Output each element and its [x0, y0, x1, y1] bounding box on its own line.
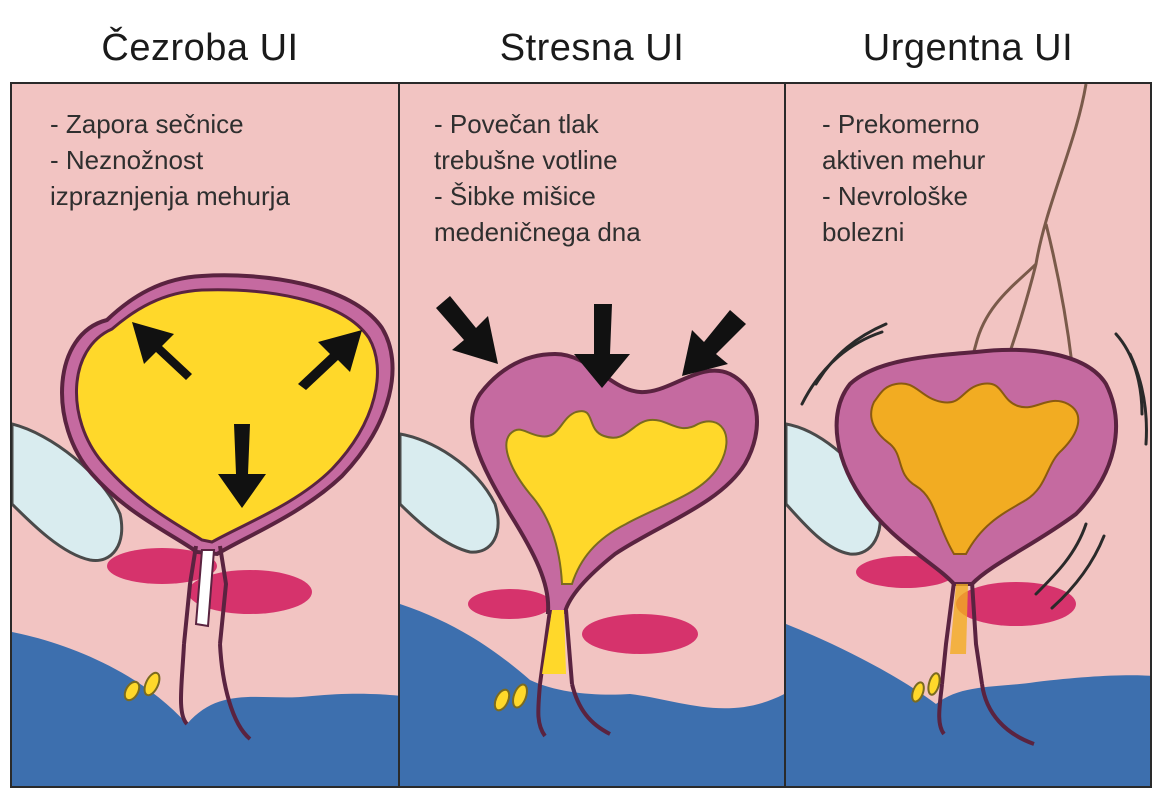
note-line: - Šibke mišice [434, 178, 784, 214]
urge-notes: - Prekomerno aktiven mehur - Nevrološke … [822, 106, 1150, 250]
note-line: - Prekomerno [822, 106, 1150, 142]
note-line: izpraznjenja mehurja [50, 178, 398, 214]
note-line: trebušne votline [434, 142, 784, 178]
pelvic-floor [786, 624, 1152, 788]
title-urge-ui: Urgentna UI [784, 18, 1152, 78]
note-line: medeničnega dna [434, 214, 784, 250]
note-line: aktiven mehur [822, 142, 1150, 178]
panel-urge-ui: - Prekomerno aktiven mehur - Nevrološke … [784, 82, 1152, 788]
title-stress-ui: Stresna UI [398, 18, 786, 78]
stress-notes: - Povečan tlak trebušne votline - Šibke … [434, 106, 784, 250]
note-line: - Povečan tlak [434, 106, 784, 142]
panel-overflow-ui: - Zapora sečnice - Neznožnost izpraznjen… [10, 82, 400, 788]
pelvic-floor [12, 632, 400, 788]
sphincter-muscle [582, 614, 698, 654]
urine-droplet [141, 671, 162, 698]
note-line: - Zapora sečnice [50, 106, 398, 142]
note-line: bolezni [822, 214, 1150, 250]
note-line: - Neznožnost [50, 142, 398, 178]
overflow-notes: - Zapora sečnice - Neznožnost izpraznjen… [50, 106, 398, 214]
title-overflow-ui: Čezroba UI [10, 18, 390, 78]
note-line: - Nevrološke [822, 178, 1150, 214]
panel-stress-ui: - Povečan tlak trebušne votline - Šibke … [398, 82, 786, 788]
